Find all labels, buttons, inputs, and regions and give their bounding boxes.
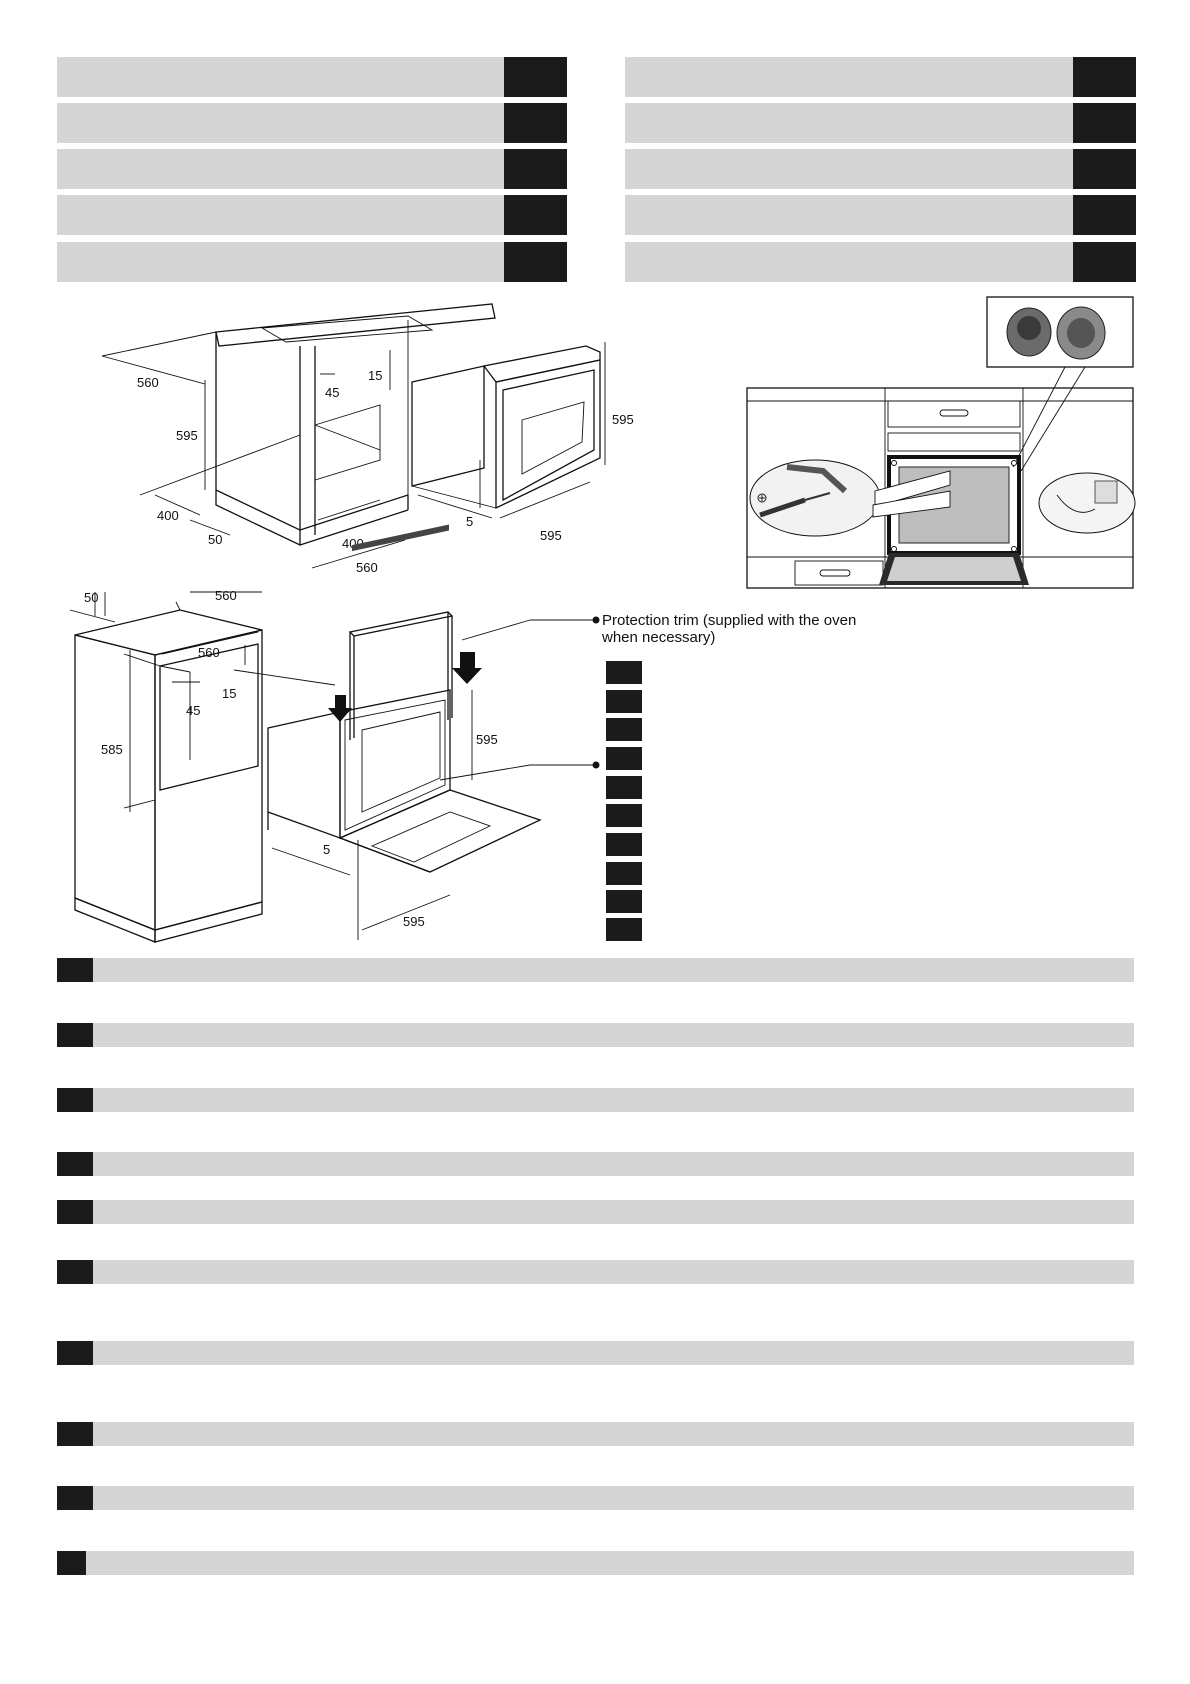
lang-box-right-3 xyxy=(1073,149,1136,189)
dim-560-top: 560 xyxy=(215,588,237,603)
section-box-2 xyxy=(57,1023,93,1047)
section-bar-10 xyxy=(86,1551,1134,1575)
dim-560-inner: 560 xyxy=(198,645,220,660)
lang-square-3 xyxy=(606,718,642,741)
lang-square-9 xyxy=(606,890,642,913)
lang-box-left-2 xyxy=(504,103,567,143)
dim-560-width: 560 xyxy=(356,560,378,575)
lang-square-4 xyxy=(606,747,642,770)
dim-585: 585 xyxy=(101,742,123,757)
section-box-1 xyxy=(57,958,93,982)
section-box-8 xyxy=(57,1422,93,1446)
lang-box-left-1 xyxy=(504,57,567,97)
lang-square-8 xyxy=(606,862,642,885)
lang-square-1 xyxy=(606,661,642,684)
lang-box-left-4 xyxy=(504,195,567,235)
lang-square-7 xyxy=(606,833,642,856)
lang-square-2 xyxy=(606,690,642,713)
lang-box-right-2 xyxy=(1073,103,1136,143)
lang-box-right-1 xyxy=(1073,57,1136,97)
lang-box-right-4 xyxy=(1073,195,1136,235)
section-bar-9 xyxy=(93,1486,1134,1510)
dim-595-oven-height: 595 xyxy=(612,412,634,427)
dim-5: 5 xyxy=(323,842,330,857)
dim-595-height: 595 xyxy=(476,732,498,747)
section-bar-4 xyxy=(93,1152,1134,1176)
lang-bar-left-4 xyxy=(57,195,504,235)
lang-square-5 xyxy=(606,776,642,799)
section-bar-8 xyxy=(93,1422,1134,1446)
lang-bar-left-1 xyxy=(57,57,504,97)
dim-400-left: 400 xyxy=(157,508,179,523)
dim-595-height: 595 xyxy=(176,428,198,443)
dim-45: 45 xyxy=(186,703,200,718)
protection-trim-callout: Protection trim (supplied with the oven … xyxy=(602,612,857,646)
section-bar-6 xyxy=(93,1260,1134,1284)
section-box-9 xyxy=(57,1486,93,1510)
section-box-4 xyxy=(57,1152,93,1176)
lang-square-6 xyxy=(606,804,642,827)
lang-bar-right-3 xyxy=(625,149,1073,189)
section-box-10 xyxy=(57,1551,86,1575)
dim-15: 15 xyxy=(368,368,382,383)
dim-50: 50 xyxy=(208,532,222,547)
dim-5: 5 xyxy=(466,514,473,529)
dim-595-oven-width: 595 xyxy=(540,528,562,543)
undercounter-installation-diagram: 560 595 45 15 595 400 50 400 560 5 595 xyxy=(101,303,634,575)
lang-bar-right-5 xyxy=(625,242,1073,282)
oven-installation-screws-illustration xyxy=(746,296,1136,589)
lang-bar-right-1 xyxy=(625,57,1073,97)
lang-bar-left-5 xyxy=(57,242,504,282)
section-bar-1 xyxy=(93,958,1134,982)
lang-box-left-3 xyxy=(504,149,567,189)
section-bar-7 xyxy=(93,1341,1134,1365)
dim-45: 45 xyxy=(325,385,339,400)
dim-595-width: 595 xyxy=(403,914,425,929)
lang-square-10 xyxy=(606,918,642,941)
section-box-6 xyxy=(57,1260,93,1284)
lang-box-left-5 xyxy=(504,242,567,282)
lang-bar-right-2 xyxy=(625,103,1073,143)
section-bar-3 xyxy=(93,1088,1134,1112)
column-installation-diagram: 50 560 560 15 45 585 595 5 595 xyxy=(69,524,600,943)
lang-bar-left-2 xyxy=(57,103,504,143)
dim-15: 15 xyxy=(222,686,236,701)
dim-50: 50 xyxy=(84,590,98,605)
section-bar-2 xyxy=(93,1023,1134,1047)
dim-560-depth: 560 xyxy=(137,375,159,390)
section-box-7 xyxy=(57,1341,93,1365)
lang-bar-left-3 xyxy=(57,149,504,189)
lang-box-right-5 xyxy=(1073,242,1136,282)
section-box-3 xyxy=(57,1088,93,1112)
section-bar-5 xyxy=(93,1200,1134,1224)
lang-bar-right-4 xyxy=(625,195,1073,235)
section-box-5 xyxy=(57,1200,93,1224)
